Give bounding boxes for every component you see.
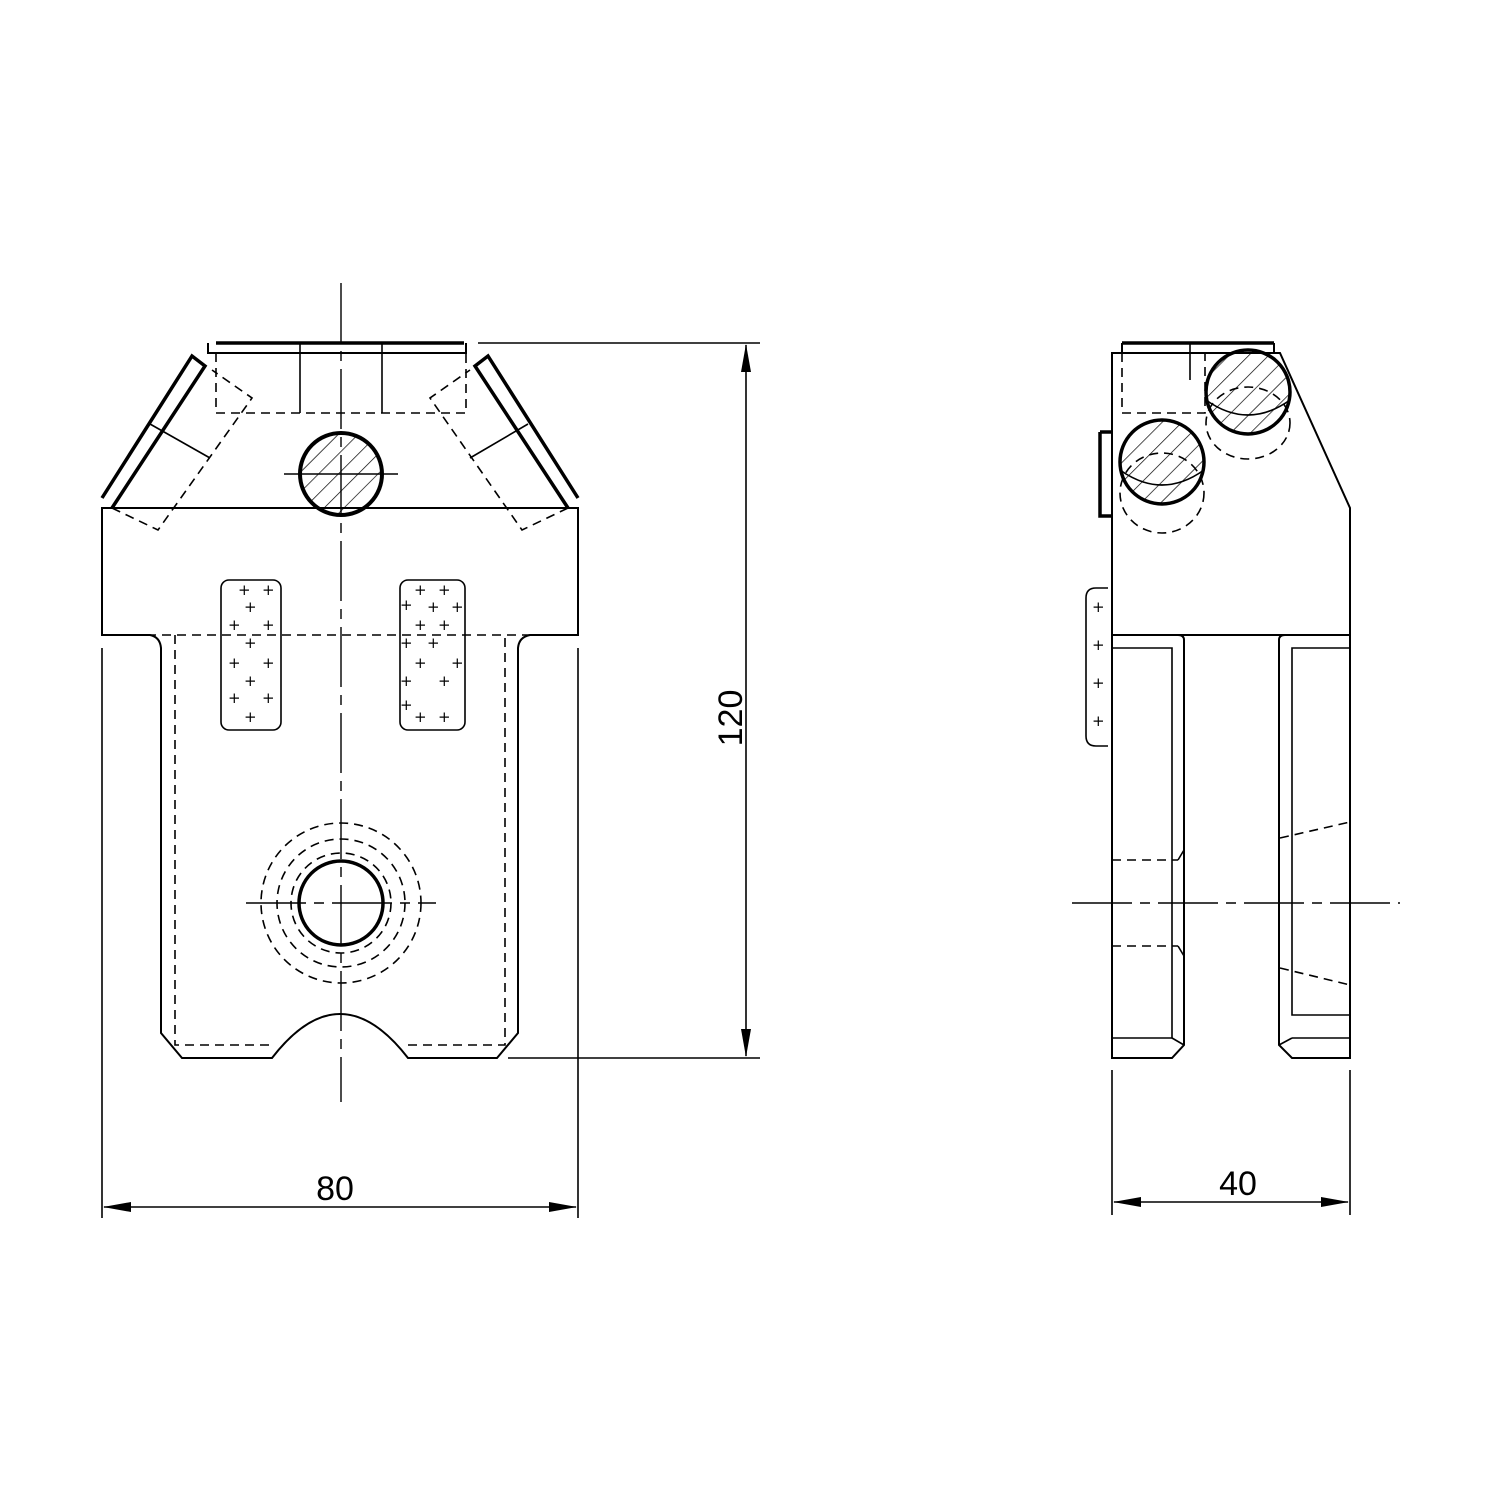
svg-text:+: +	[228, 616, 241, 634]
front-view: + + + + + + + + + + + + + + + + + + + + …	[100, 283, 580, 1102]
svg-text:+: +	[228, 689, 241, 707]
svg-text:+: +	[262, 689, 275, 707]
side-view: + + + +	[1072, 341, 1400, 1059]
front-right-jaw	[472, 353, 580, 509]
front-width-value: 80	[316, 1170, 354, 1208]
svg-text:+: +	[438, 616, 451, 634]
front-body-outline	[101, 507, 579, 1059]
front-height-value: 120	[712, 690, 750, 747]
svg-text:+: +	[414, 708, 427, 726]
front-top-slot	[207, 343, 467, 354]
svg-text:+: +	[262, 581, 275, 599]
dimension-width-side: 40	[1111, 1070, 1351, 1215]
svg-text:+: +	[262, 654, 275, 672]
front-left-jaw	[100, 353, 208, 509]
svg-text:+: +	[1092, 712, 1105, 730]
svg-text:+: +	[427, 634, 440, 652]
svg-text:+: +	[438, 708, 451, 726]
side-lower-pin	[1118, 418, 1206, 506]
svg-text:+: +	[400, 596, 413, 614]
front-left-knurl-insert: + + + + + + + + + + + +	[220, 579, 282, 731]
svg-text:+: +	[414, 654, 427, 672]
svg-text:+: +	[1092, 674, 1105, 692]
svg-text:+: +	[438, 581, 451, 599]
svg-text:+: +	[228, 654, 241, 672]
knurl-mark: +	[238, 581, 251, 599]
side-left-leg	[1111, 634, 1185, 1059]
svg-text:+: +	[400, 672, 413, 690]
dimension-height-front: 120	[478, 342, 760, 1059]
svg-text:+: +	[244, 598, 257, 616]
svg-text:+: +	[438, 672, 451, 690]
svg-text:+: +	[414, 616, 427, 634]
svg-text:+: +	[1092, 598, 1105, 616]
front-inner-hidden-outline	[174, 635, 506, 1046]
side-right-leg	[1278, 634, 1351, 1059]
svg-text:+: +	[451, 598, 464, 616]
svg-text:+: +	[244, 708, 257, 726]
side-upper-pin	[1204, 348, 1292, 436]
side-knurl-strip: + + + +	[1085, 587, 1108, 747]
svg-text:+: +	[451, 654, 464, 672]
front-right-knurl-insert: + + + + + + + + + + + + + + + +	[399, 579, 466, 731]
svg-text:+: +	[244, 672, 257, 690]
svg-text:+: +	[400, 634, 413, 652]
svg-text:+: +	[414, 581, 427, 599]
svg-text:+: +	[1092, 636, 1105, 654]
svg-text:+: +	[427, 598, 440, 616]
side-left-plate	[1098, 430, 1112, 518]
side-width-value: 40	[1219, 1165, 1257, 1203]
dimension-width-front: 80	[101, 648, 579, 1218]
svg-text:+: +	[262, 616, 275, 634]
svg-text:+: +	[244, 634, 257, 652]
svg-text:+: +	[400, 696, 413, 714]
